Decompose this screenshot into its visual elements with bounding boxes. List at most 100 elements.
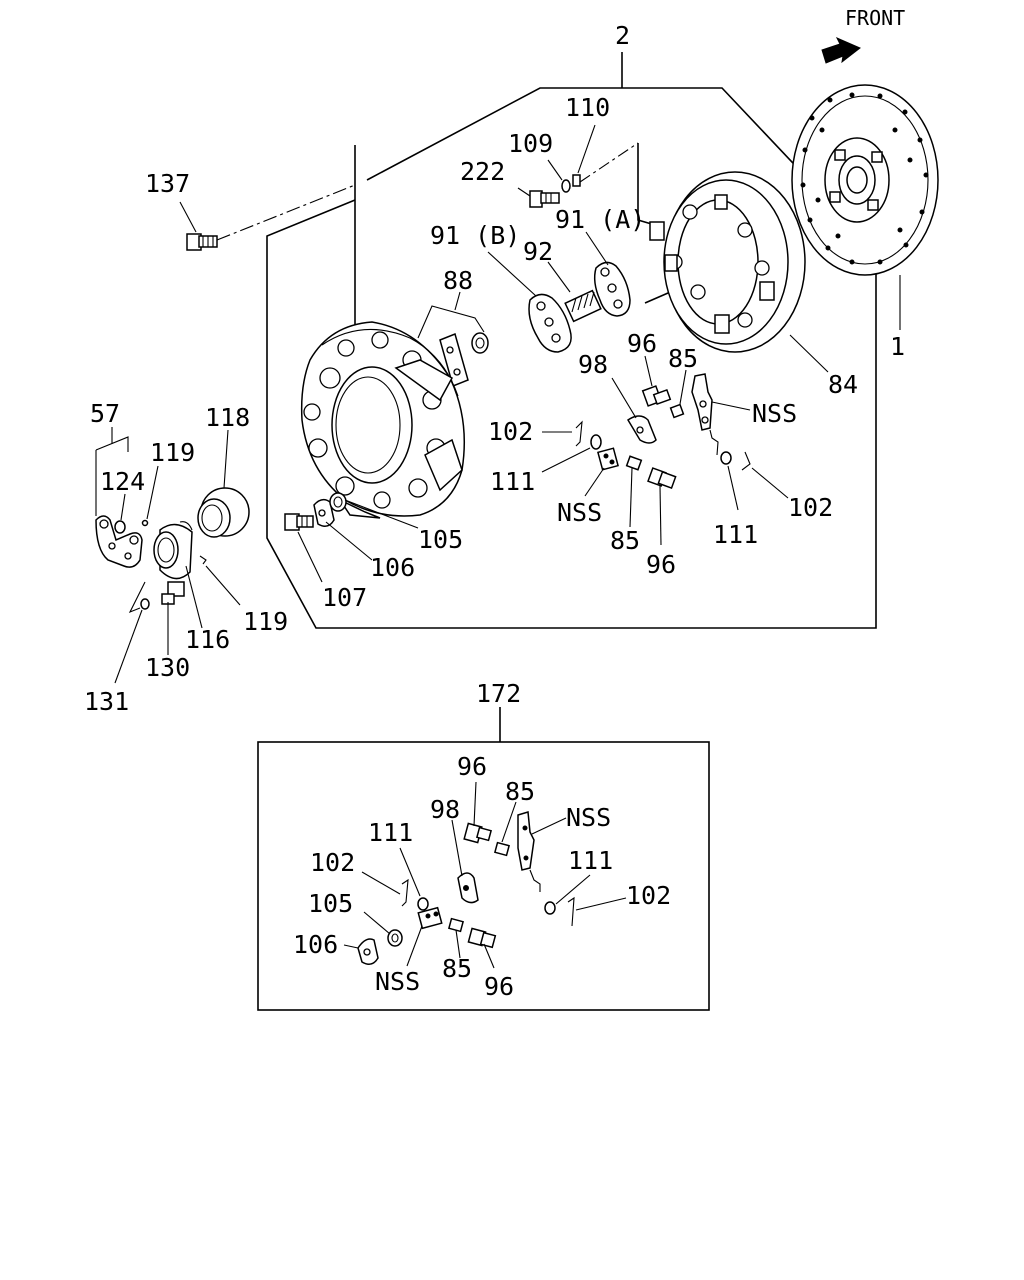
leader-116 xyxy=(185,565,203,629)
kit-callout-85a: 85 xyxy=(505,777,535,806)
leader-88-frame xyxy=(417,305,485,339)
callout-111a: 111 xyxy=(490,467,535,496)
kit-callout-102a: 102 xyxy=(310,848,355,877)
callout-102a: 102 xyxy=(488,417,533,446)
leader-110 xyxy=(577,124,596,174)
part-118-bearing xyxy=(197,487,250,538)
callout-119a: 119 xyxy=(150,438,195,467)
part-96b-pin xyxy=(647,467,677,489)
callout-96b: 96 xyxy=(646,550,676,579)
callout-116: 116 xyxy=(185,625,230,654)
kit-callout-111b: 111 xyxy=(568,846,613,875)
callout-96a: 96 xyxy=(627,329,657,358)
callout-109: 109 xyxy=(508,129,553,158)
leader-85b xyxy=(629,467,633,528)
part-111b-washer xyxy=(720,451,732,465)
kit-lever-connector xyxy=(529,869,541,892)
callout-106a: 106 xyxy=(370,553,415,582)
part-119b-pin xyxy=(199,555,207,565)
front-label: FRONT xyxy=(845,6,905,30)
kit-callout-106: 106 xyxy=(293,930,338,959)
callout-110: 110 xyxy=(565,93,610,122)
kit-leader-106 xyxy=(343,944,359,949)
kit-leader-98 xyxy=(451,819,463,877)
front-arrow-icon xyxy=(821,36,861,64)
callout-88: 88 xyxy=(443,266,473,295)
centerline-222 xyxy=(579,142,639,183)
part-98a-spring xyxy=(626,415,657,444)
part-96a-pin xyxy=(641,385,672,407)
leader-106a xyxy=(325,521,373,561)
callout-105a: 105 xyxy=(418,525,463,554)
part-85a-pin xyxy=(669,403,685,419)
kit-leader-nss-b xyxy=(406,925,423,967)
callout-2: 2 xyxy=(615,21,630,50)
kit-leader-102b xyxy=(575,897,627,911)
part-85b-pin xyxy=(625,455,643,471)
leader-137 xyxy=(179,201,197,233)
kit-part-102a-cotter xyxy=(401,878,409,907)
leader-92 xyxy=(547,261,571,293)
leader-131 xyxy=(114,609,143,684)
part-222-bolt xyxy=(529,190,560,208)
part-88-bracket xyxy=(439,332,489,388)
kit-leader-111a xyxy=(399,847,421,897)
leader-111a xyxy=(541,447,591,473)
part-84-pressure-plate xyxy=(649,171,806,353)
kit-172-box xyxy=(257,741,710,1011)
kit-part-85b-pin xyxy=(447,917,465,933)
callout-118: 118 xyxy=(205,403,250,432)
part-102a-cotter xyxy=(575,420,583,447)
kit-part-96b-pin xyxy=(467,927,497,949)
leader-102b xyxy=(751,467,789,499)
kit-part-nss-b-block xyxy=(417,906,443,930)
part-119a-pin xyxy=(141,519,149,527)
part-109-washer xyxy=(561,179,571,193)
leader-91a xyxy=(585,231,609,266)
assembly-2-outline xyxy=(266,87,877,629)
leader-96b xyxy=(659,485,662,546)
callout-111b: 111 xyxy=(713,520,758,549)
kit-callout-111a: 111 xyxy=(368,818,413,847)
leader-107 xyxy=(297,531,323,583)
leader-91b xyxy=(487,251,537,297)
kit-leader-102a xyxy=(361,871,401,895)
leader-111b xyxy=(727,465,739,511)
leader-124 xyxy=(120,493,126,521)
part-110-plate xyxy=(572,174,581,187)
part-131-clip xyxy=(140,598,150,610)
part-130-bolt xyxy=(161,581,185,605)
callout-1: 1 xyxy=(890,332,905,361)
callout-57: 57 xyxy=(90,399,120,428)
leader-222 xyxy=(517,187,531,197)
kit-part-nss-a-lever xyxy=(517,811,535,871)
kit-leader-111b xyxy=(555,874,591,905)
part-124-washer xyxy=(114,520,126,534)
callout-98a: 98 xyxy=(578,350,608,379)
callout-124: 124 xyxy=(100,467,145,496)
fork-centerline-131 xyxy=(128,581,146,614)
leader-84 xyxy=(789,334,829,373)
kit-part-96a-pin xyxy=(463,822,493,844)
kit-callout-105: 105 xyxy=(308,889,353,918)
kit-callout-85b: 85 xyxy=(442,954,472,983)
leader-119a xyxy=(146,465,159,520)
leader-85a xyxy=(679,369,687,405)
callout-119b: 119 xyxy=(243,607,288,636)
kit-callout-96a: 96 xyxy=(457,752,487,781)
leader-98a xyxy=(611,377,637,419)
kit-leader-105 xyxy=(363,911,391,935)
kit-leader-nss-a xyxy=(531,817,567,835)
part-105-nut xyxy=(329,492,347,512)
kit-part-105-nut xyxy=(387,929,403,947)
callout-91a: 91 (A) xyxy=(555,205,645,234)
callout-137: 137 xyxy=(145,169,190,198)
part-102b-cotter xyxy=(741,451,751,471)
lever-connector-a xyxy=(709,429,719,456)
part-106-plate xyxy=(313,498,335,527)
callout-85b: 85 xyxy=(610,526,640,555)
part-116-sleeve xyxy=(153,521,193,580)
kit-part-106-plate xyxy=(357,938,379,965)
kit-leader-85a xyxy=(501,801,517,843)
kit-leader-96b xyxy=(483,943,495,969)
